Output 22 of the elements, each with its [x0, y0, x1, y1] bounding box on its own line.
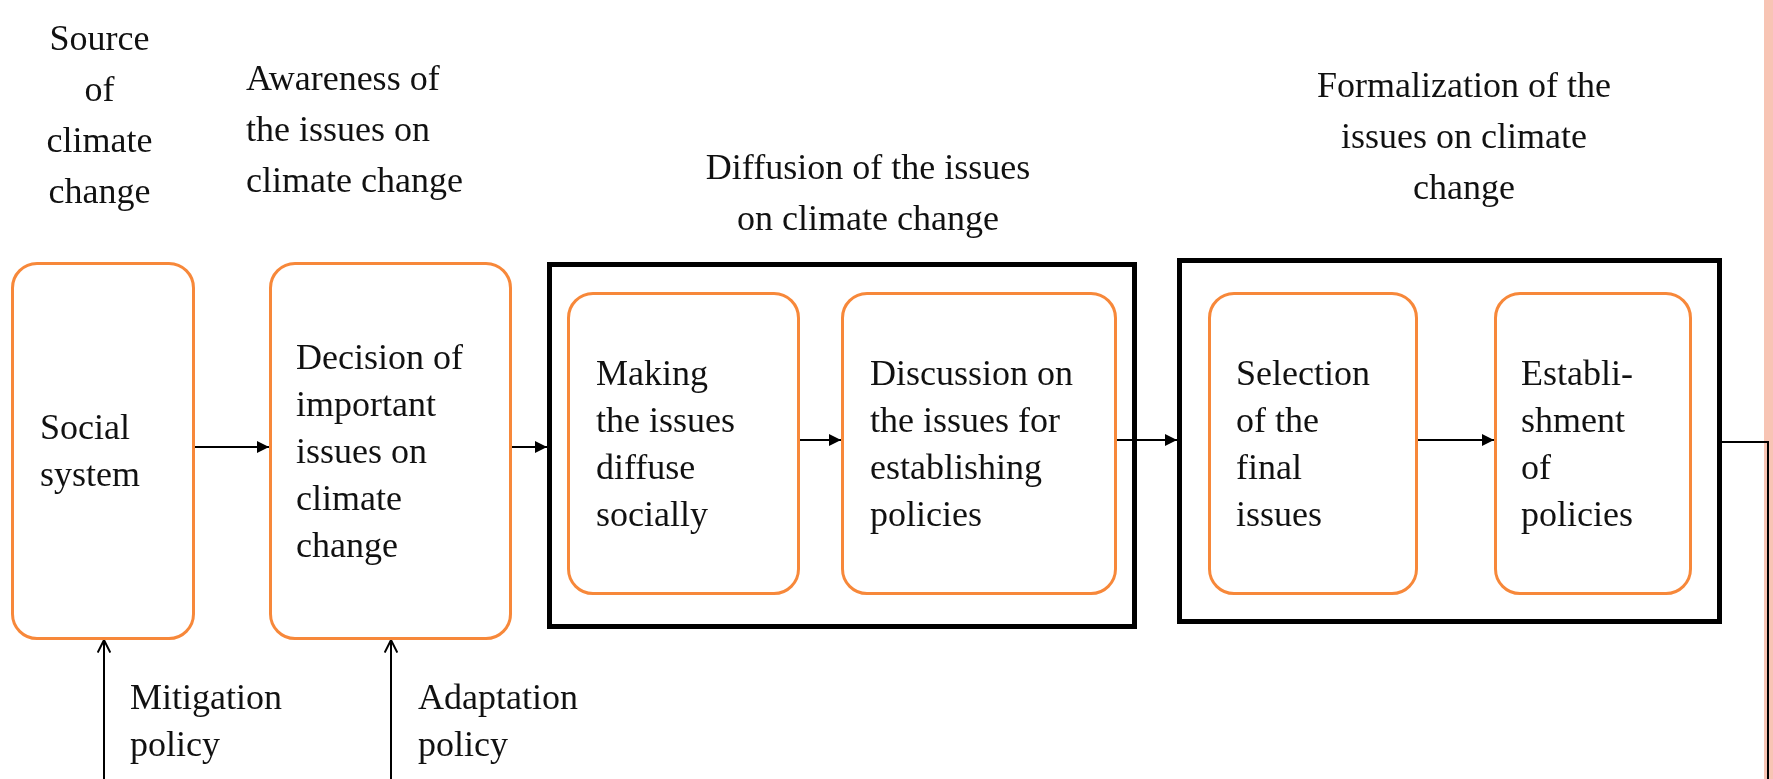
stage-heading: Diffusion of the issues on climate change — [704, 146, 1032, 240]
arrow — [1116, 434, 1178, 446]
process-box — [1494, 292, 1692, 595]
arrow — [511, 441, 548, 453]
process-label: Discussion on the issues for establishing policies — [870, 351, 1074, 536]
stage-heading: Formalization of the issues on climate change — [1316, 64, 1612, 209]
stage-heading: Source of climate change — [45, 17, 154, 213]
process-label: Social system — [40, 406, 141, 496]
process-label: Decision of important issues on climate change — [296, 335, 464, 567]
connector-line — [1721, 441, 1769, 779]
process-label: Selection of the final issues — [1236, 351, 1371, 536]
process-label: Making the issues diffuse socially — [596, 351, 736, 536]
process-box — [841, 292, 1117, 595]
process-box — [1208, 292, 1418, 595]
arrow — [194, 441, 270, 453]
arrow — [96, 639, 112, 779]
process-label: Establi- shment of policies — [1521, 351, 1634, 536]
arrow — [1417, 434, 1495, 446]
arrow — [383, 639, 399, 779]
stage-heading: Awareness of the issues on climate change — [246, 57, 464, 202]
process-box — [567, 292, 800, 595]
arrow — [799, 434, 842, 446]
